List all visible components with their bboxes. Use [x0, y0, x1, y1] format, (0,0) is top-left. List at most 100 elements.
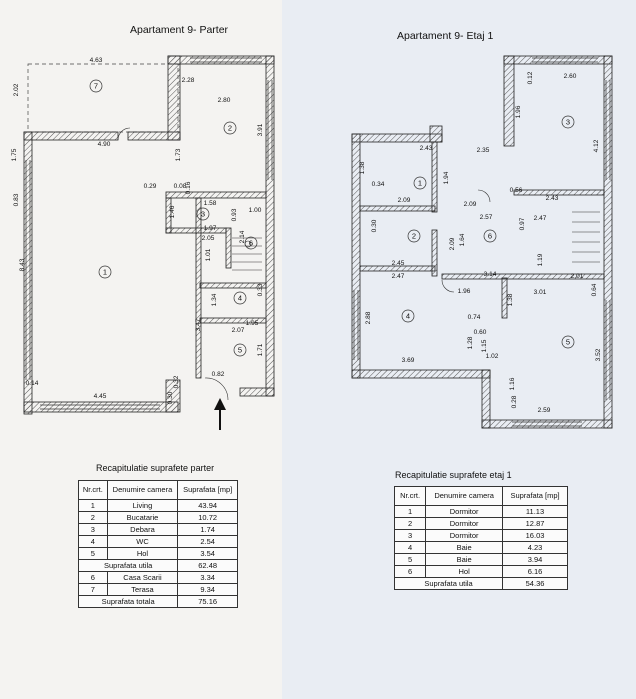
ground-windows: [25, 57, 273, 410]
row-nr: 4: [393, 541, 427, 554]
upper-room-number: 1: [418, 179, 422, 188]
col-nr: Nr.crt.: [78, 480, 108, 500]
ground-door-swing: [117, 127, 131, 141]
row-area: 43.94: [177, 499, 238, 512]
ground-dimension-label: 1.75: [11, 148, 18, 161]
ground-dimension-label: 3.91: [257, 123, 264, 136]
row-nr: 4: [78, 535, 108, 548]
ground-dimension-label: 1.46: [169, 205, 176, 218]
upper-dimension-label: 2.45: [392, 260, 405, 267]
row-room-name: Baie: [425, 541, 504, 554]
row-room-name: Baie: [425, 553, 504, 566]
ground-dimension-label: 2.07: [232, 327, 245, 334]
ground-dimension-label: 8.43: [19, 258, 26, 271]
upper-room-marker-5: 5: [561, 335, 575, 349]
ground-room-number: 7: [94, 82, 98, 91]
upper-dimension-label: 1.38: [359, 161, 366, 174]
ground-dimension-label: 2.05: [202, 235, 215, 242]
upper-dimension-label: 0.30: [371, 219, 378, 232]
upper-dimension-label: 0.28: [511, 395, 518, 408]
ground-dimension-label: 3.47: [195, 318, 202, 331]
ground-subtotal-row-value: 62.48: [177, 559, 238, 572]
col-nr: Nr.crt.: [393, 486, 427, 506]
ground-dimension-label: 0.93: [231, 208, 238, 221]
ground-room-number: 1: [103, 268, 107, 277]
upper-dimension-label: 3.14: [484, 271, 497, 278]
ground-dimension-label: 0.14: [26, 380, 39, 387]
upper-dimension-label: 1.19: [537, 253, 544, 266]
upper-dimension-label: 2.01: [571, 273, 584, 280]
row-nr: 3: [393, 529, 427, 542]
upper-room-marker-6: 6: [483, 229, 497, 243]
upper-dimension-label: 0.34: [372, 181, 385, 188]
ground-dimension-label: 0.32: [173, 375, 180, 388]
row-area: 9.34: [177, 583, 238, 596]
ground-floor-panel: Apartament 9- Parter: [0, 0, 282, 699]
row-room-name: Living: [106, 499, 179, 512]
upper-door-swing-1: [477, 189, 491, 203]
col-name: Denumire camera: [425, 486, 504, 506]
row-area: 2.54: [177, 535, 238, 548]
upper-dimension-label: 1.02: [486, 353, 499, 360]
upper-dimension-label: 2.09: [449, 237, 456, 250]
upper-dimension-label: 2.35: [477, 147, 490, 154]
upper-dimension-label: 1.38: [507, 293, 514, 306]
upper-room-marker-4: 4: [401, 309, 415, 323]
row-area: 10.72: [177, 511, 238, 524]
upper-dimension-label: 4.12: [593, 139, 600, 152]
col-area: Suprafata [mp]: [502, 486, 568, 506]
ground-dimension-label: 2.28: [182, 77, 195, 84]
upper-floor-panel: Apartament 9- Etaj 1: [282, 0, 636, 699]
ground-dimension-label: 0.82: [212, 371, 225, 378]
upper-dimension-label: 2.60: [564, 73, 577, 80]
upper-dimension-label: 0.97: [519, 217, 526, 230]
ground-dimensions: 4.632.022.282.803.914.901.750.831.730.29…: [11, 57, 264, 404]
row-nr: 6: [393, 565, 427, 578]
row-nr: 2: [393, 517, 427, 530]
upper-dimension-label: 2.09: [464, 201, 477, 208]
ground-room-marker-6: 6: [244, 236, 258, 250]
ground-dimension-label: 1.00: [249, 207, 262, 214]
upper-room-number: 4: [406, 312, 410, 321]
row-room-name: WC: [106, 535, 179, 548]
upper-room-numbers: 1 2 3 4 5 6: [401, 115, 575, 349]
col-name: Denumire camera: [106, 480, 179, 500]
ground-total-row-value: 75.16: [177, 595, 238, 608]
upper-dimension-label: 2.43: [546, 195, 559, 202]
row-nr: 1: [393, 505, 427, 518]
ground-room-marker-7: 7: [89, 79, 103, 93]
ground-room-marker-4: 4: [233, 291, 247, 305]
upper-room-number: 3: [566, 118, 570, 127]
col-area: Suprafata [mp]: [177, 480, 238, 500]
row-area: 3.54: [177, 547, 238, 560]
ground-room-marker-5: 5: [233, 343, 247, 357]
row-room-name: Dormitor: [425, 517, 504, 530]
entrance-arrow: [214, 398, 226, 430]
row-area: 3.34: [177, 571, 238, 584]
ground-subtotal-row-label: Suprafata utila: [77, 559, 179, 572]
ground-table-caption: Recapitulatie suprafete parter: [96, 463, 215, 473]
ground-dimension-label: 0.29: [144, 183, 157, 190]
upper-room-number: 2: [412, 232, 416, 241]
row-area: 16.03: [502, 529, 568, 542]
upper-dimension-label: 3.01: [534, 289, 547, 296]
ground-dimension-label: 2.14: [239, 230, 246, 243]
row-nr: 6: [78, 571, 108, 584]
upper-dimension-label: 2.47: [534, 215, 547, 222]
ground-dimension-label: 1.58: [204, 200, 217, 207]
ground-dimension-label: 4.45: [94, 393, 107, 400]
upper-dimension-label: 1.28: [467, 336, 474, 349]
ground-room-marker-3: 3: [196, 207, 210, 221]
